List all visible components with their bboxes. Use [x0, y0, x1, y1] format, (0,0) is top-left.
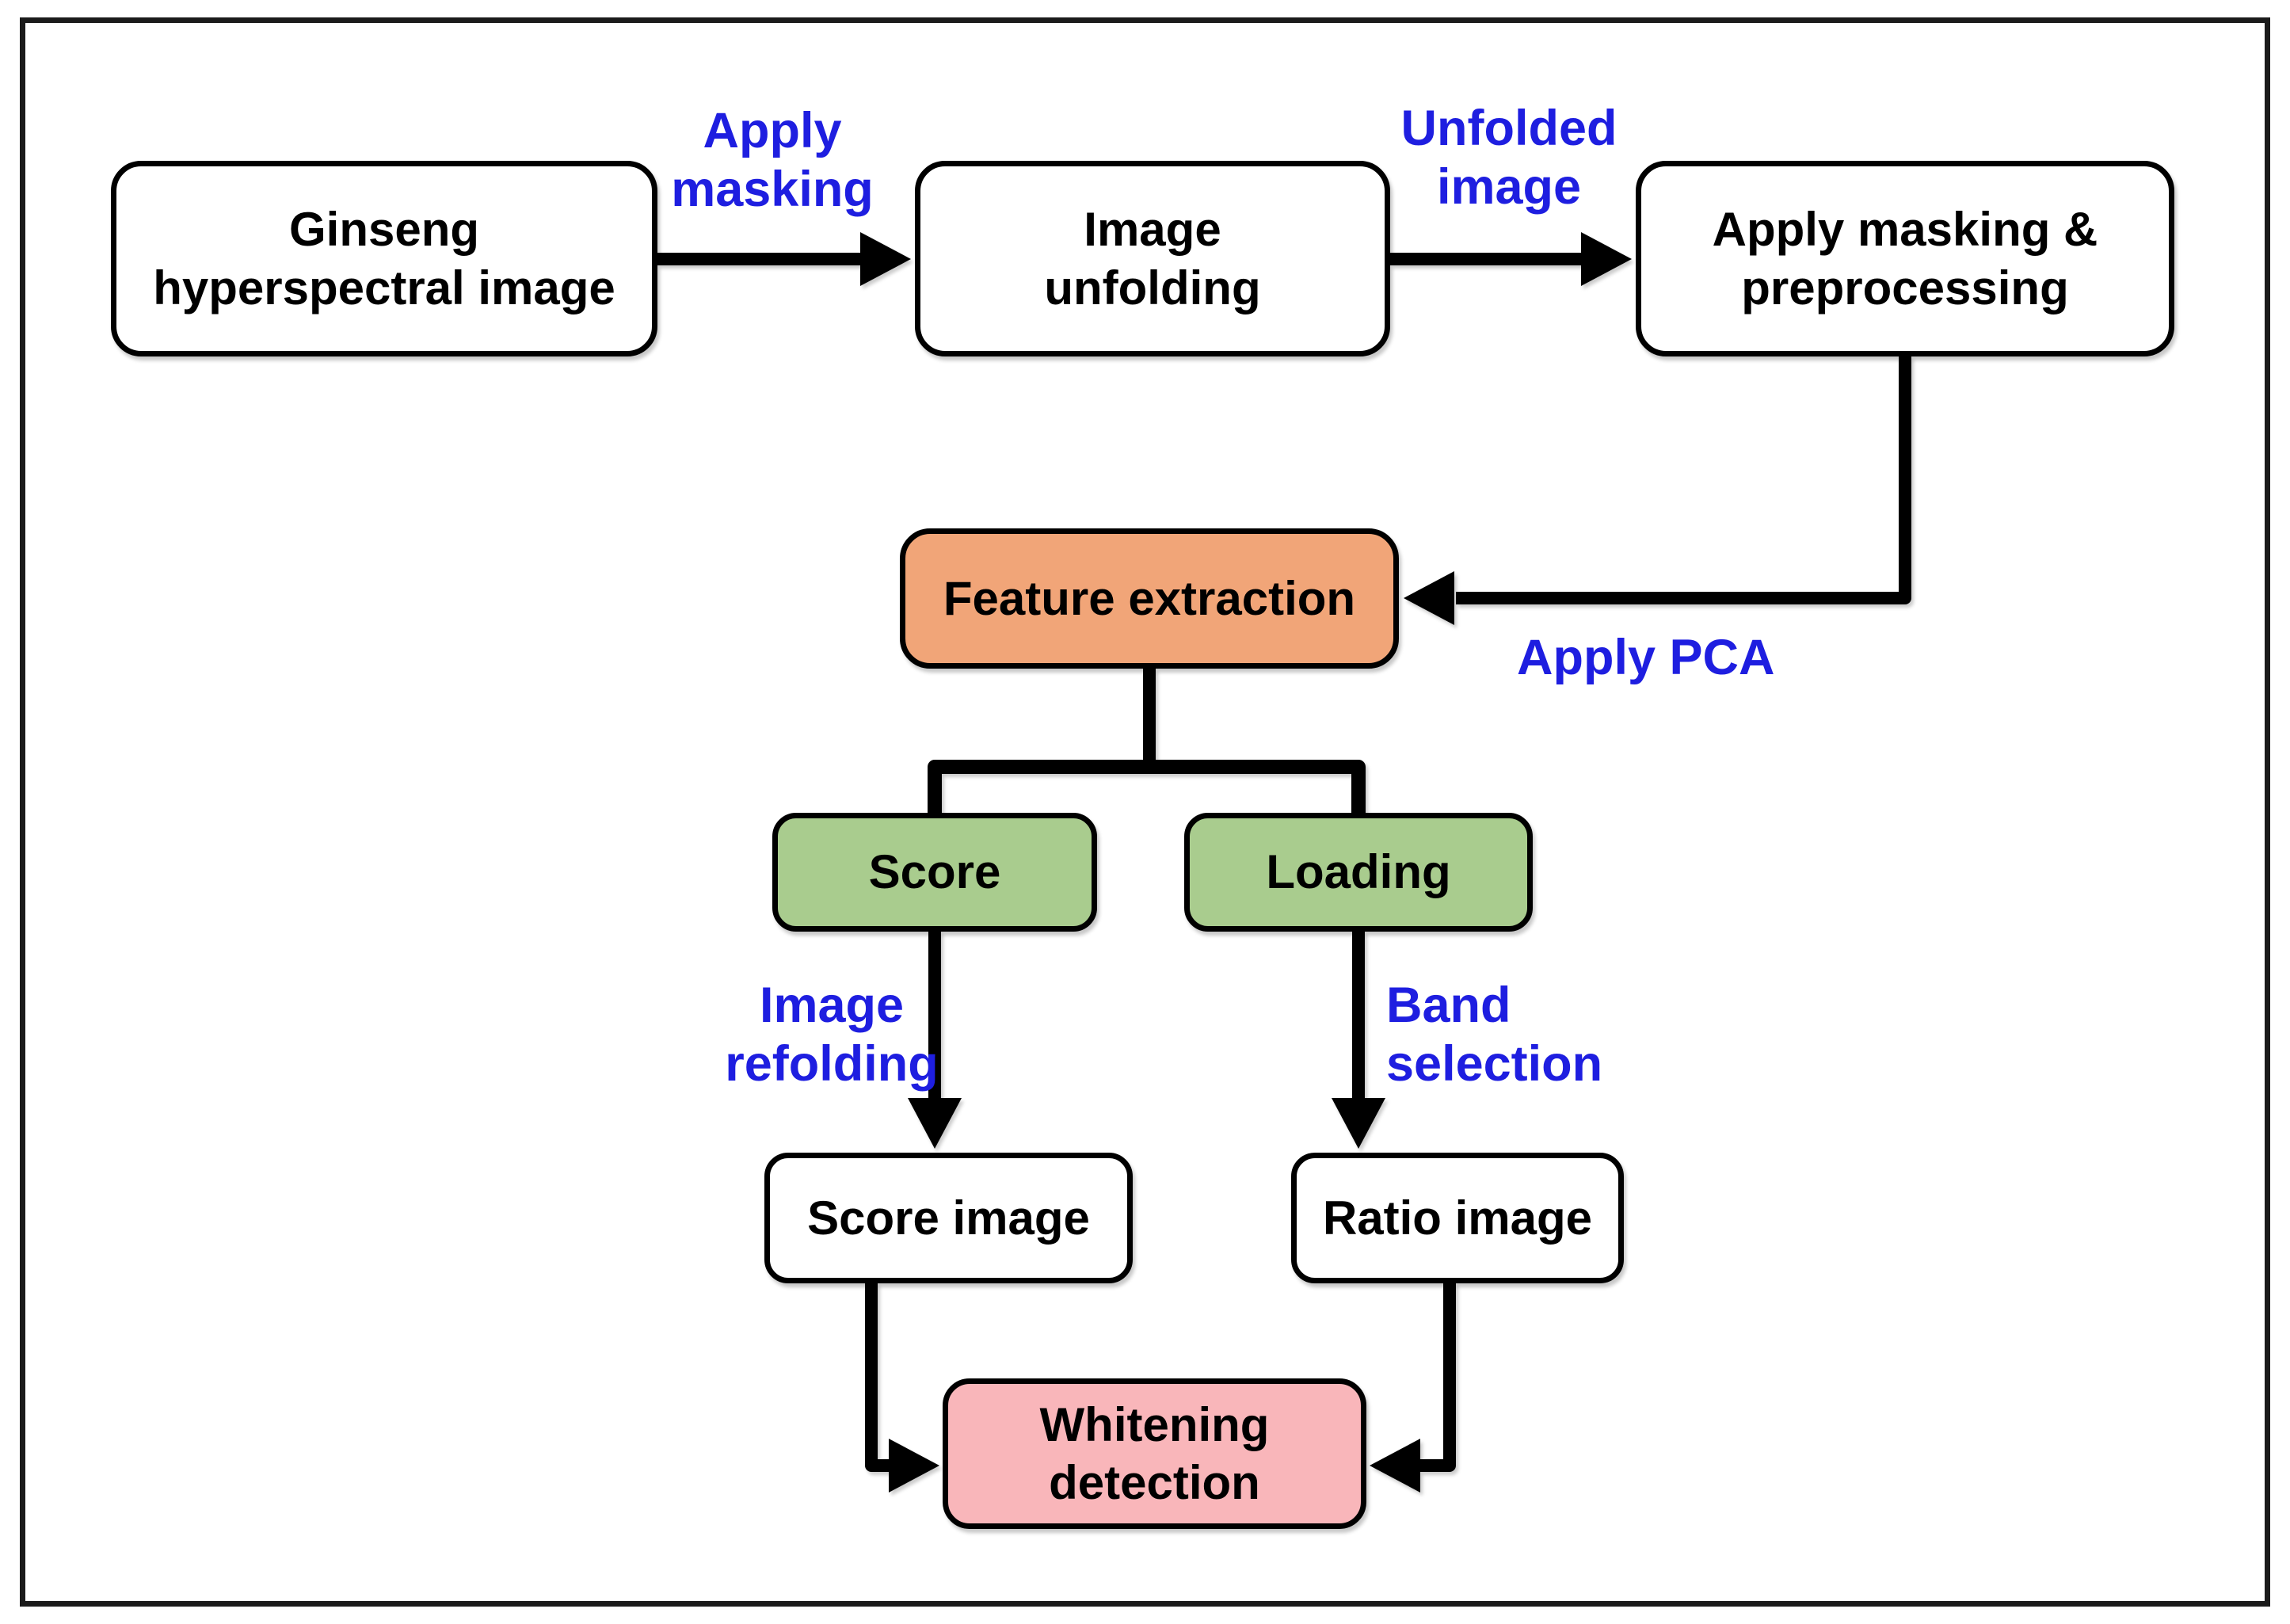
- edge-label-band-selection: Band selection: [1386, 978, 1603, 1092]
- node-apply-masking-preprocessing: Apply masking & preprocessing: [1636, 161, 2174, 356]
- node-label: Loading: [1266, 845, 1451, 899]
- node-label: Image unfolding: [1044, 203, 1261, 315]
- arrow-masking-to-feature-shaft: [1456, 356, 1911, 604]
- node-label: Ratio image: [1322, 1191, 1593, 1245]
- node-score-image: Score image: [764, 1153, 1133, 1283]
- node-label: Apply masking & preprocessing: [1712, 203, 2098, 315]
- node-image-unfolding: Image unfolding: [915, 161, 1390, 356]
- arrowhead-down-icon: [908, 1098, 962, 1149]
- node-loading: Loading: [1184, 813, 1533, 932]
- arrowhead-down-icon: [1332, 1098, 1385, 1149]
- node-score: Score: [772, 813, 1097, 932]
- node-label: Score: [868, 845, 1001, 899]
- node-label: Score image: [807, 1191, 1090, 1245]
- arrow-ratioimage-to-whitening-shaft: [1418, 1283, 1456, 1472]
- arrow-scoreimage-to-whitening-shaft: [865, 1283, 894, 1472]
- edge-label-image-refolding: Image refolding: [725, 978, 939, 1092]
- node-feature-extraction: Feature extraction: [900, 528, 1399, 669]
- node-whitening-detection: Whitening detection: [943, 1378, 1366, 1529]
- node-ginseng-hyperspectral-image: Ginseng hyperspectral image: [111, 161, 657, 356]
- feature-split-tee: [928, 760, 1366, 813]
- node-label: Whitening detection: [1039, 1397, 1270, 1509]
- edge-label-unfolded-image: Unfolded image: [1400, 101, 1617, 215]
- arrowhead-left-icon: [1370, 1439, 1420, 1492]
- arrowhead-left-icon: [1404, 571, 1454, 625]
- node-label: Ginseng hyperspectral image: [153, 203, 615, 315]
- arrowhead-right-icon: [889, 1439, 939, 1492]
- arrowhead-right-icon: [860, 232, 911, 286]
- node-label: Feature extraction: [943, 571, 1356, 625]
- arrowhead-right-icon: [1581, 232, 1632, 286]
- edge-label-apply-pca: Apply PCA: [1517, 630, 1775, 685]
- edge-label-apply-masking: Apply masking: [671, 103, 874, 218]
- node-ratio-image: Ratio image: [1291, 1153, 1624, 1283]
